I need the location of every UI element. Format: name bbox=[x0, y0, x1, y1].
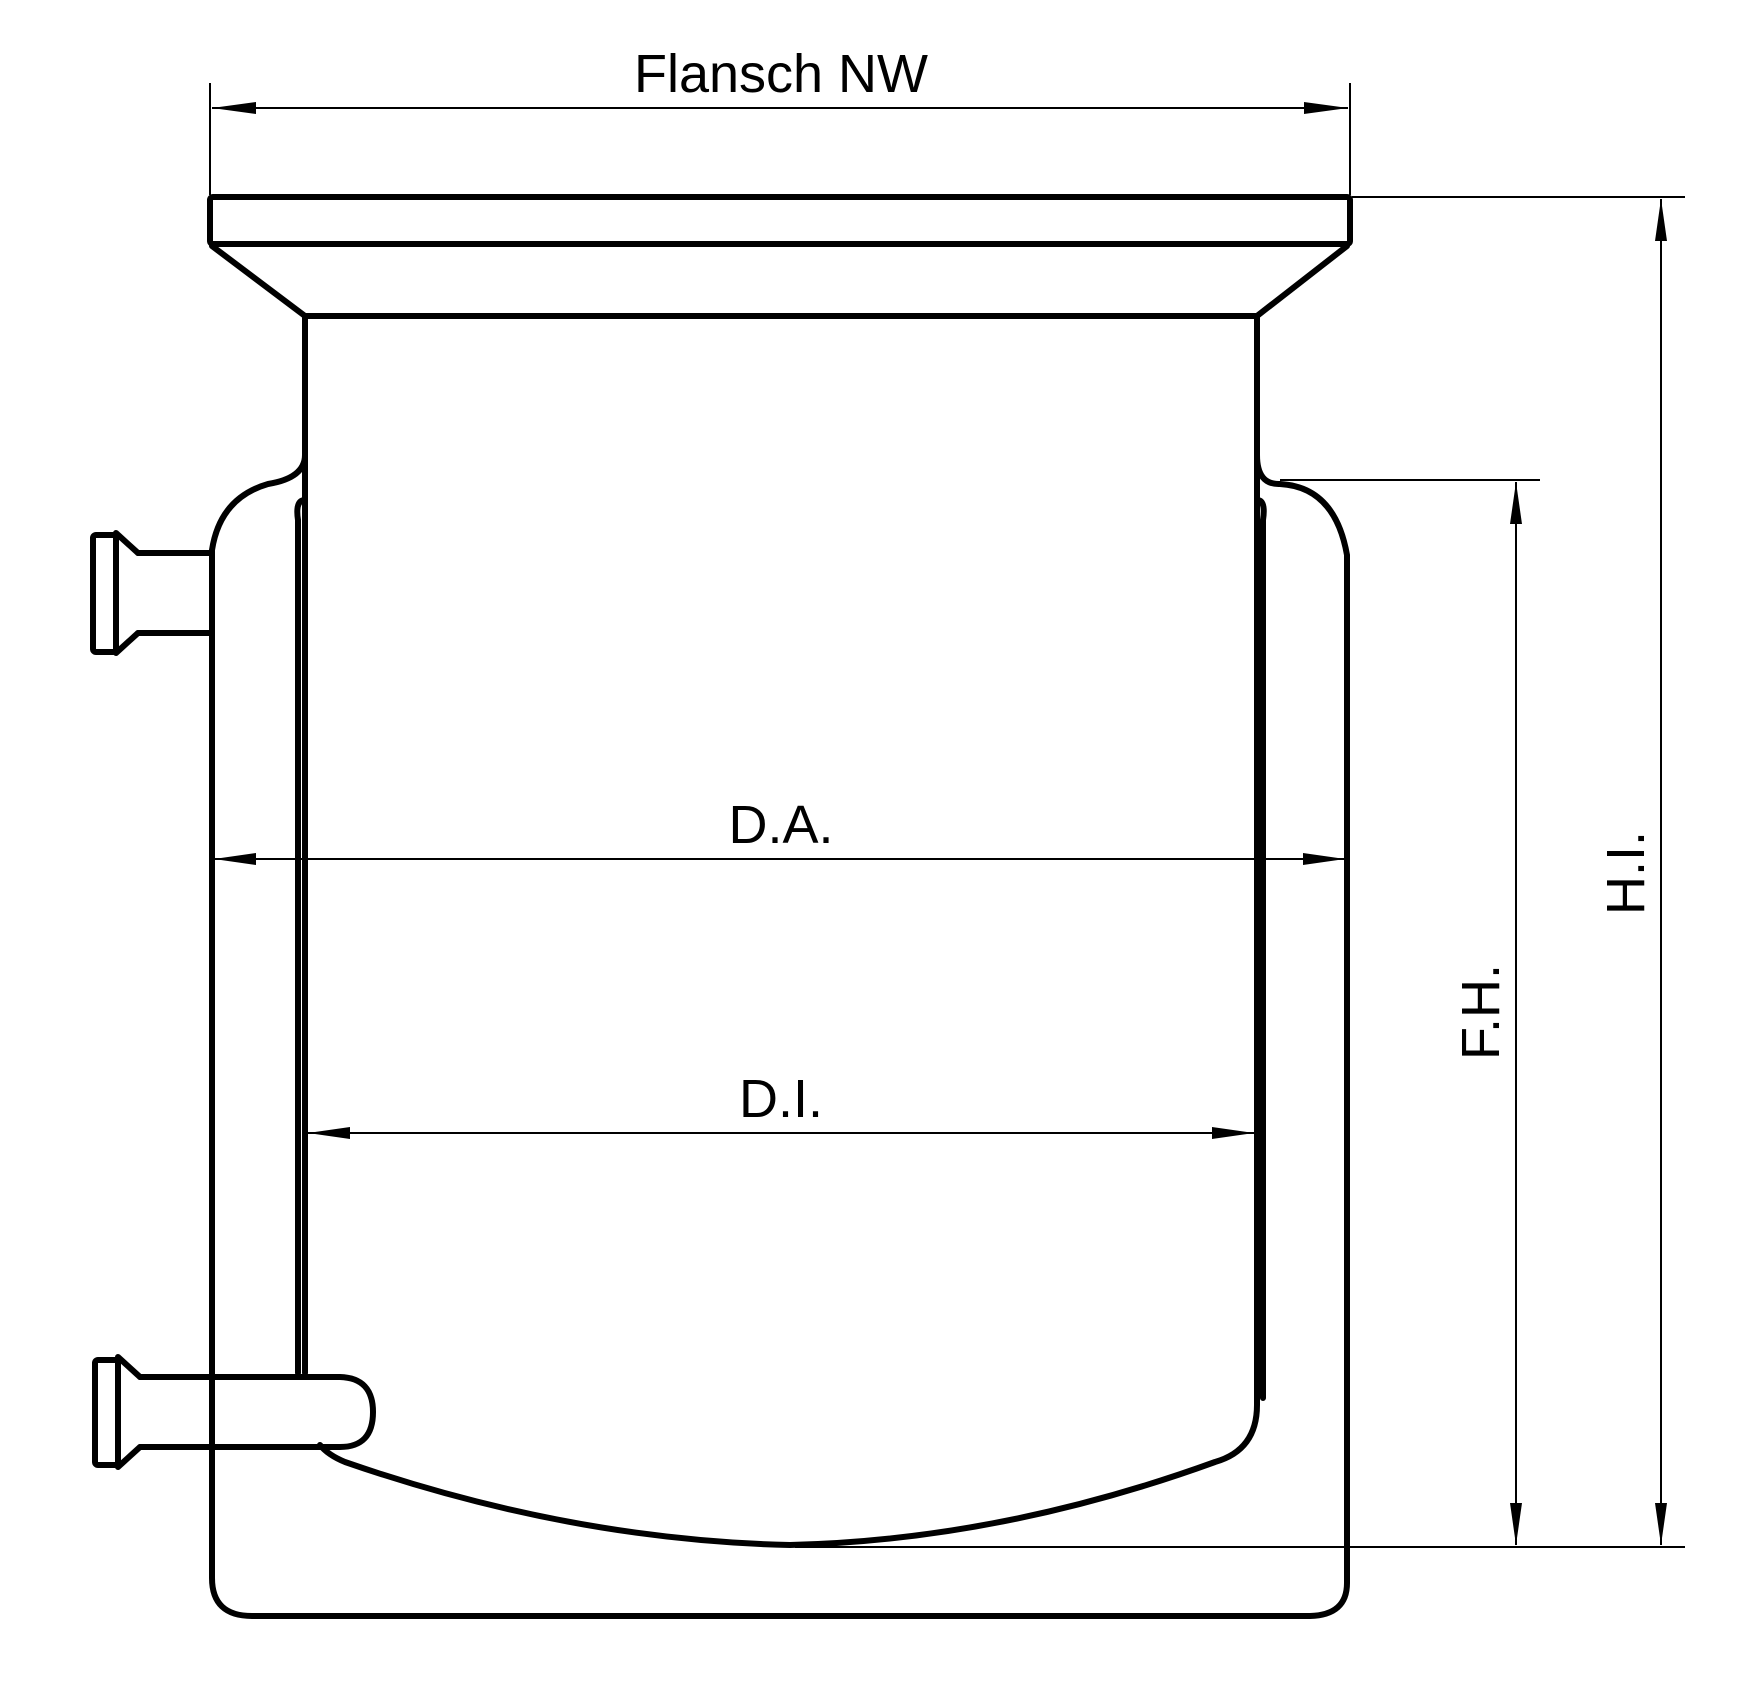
arrow-head bbox=[1212, 1127, 1254, 1139]
arrow-head bbox=[308, 1127, 350, 1139]
lower-nozzle-cap bbox=[92, 1357, 121, 1468]
arrow-head bbox=[212, 102, 256, 114]
arrow-head bbox=[1655, 1503, 1667, 1545]
dimension-outer-diameter: D.A. bbox=[214, 795, 1345, 865]
inner-diameter-label: D.I. bbox=[739, 1069, 823, 1129]
upper-nozzle-flange bbox=[113, 530, 141, 656]
dimension-fill-height: F.H. bbox=[795, 479, 1685, 1548]
lower-nozzle bbox=[92, 1354, 376, 1470]
outer-diameter-label: D.A. bbox=[728, 795, 833, 855]
upper-nozzle-cap bbox=[90, 532, 119, 655]
lower-nozzle-tube bbox=[137, 1374, 376, 1450]
arrow-head bbox=[1510, 1503, 1522, 1545]
inner-vessel-wall bbox=[302, 313, 1260, 1548]
arrow-head bbox=[1655, 199, 1667, 241]
flange-plate bbox=[207, 194, 1353, 247]
dimension-flange-nw: Flansch NW bbox=[209, 44, 1351, 195]
lower-nozzle-flange bbox=[115, 1354, 143, 1470]
arrow-head bbox=[1304, 102, 1348, 114]
dimension-inner-diameter: D.I. bbox=[308, 1069, 1254, 1139]
flange-taper bbox=[209, 243, 1350, 319]
inner-height-label: H.I. bbox=[1596, 831, 1656, 915]
upper-nozzle bbox=[90, 530, 215, 656]
upper-nozzle-tube bbox=[135, 550, 215, 636]
outer-jacket-wall bbox=[209, 452, 1350, 1619]
dimension-inner-height: H.I. bbox=[1352, 196, 1685, 1545]
flange-nw-label: Flansch NW bbox=[634, 44, 928, 104]
arrow-head bbox=[1510, 482, 1522, 524]
fill-height-label: F.H. bbox=[1451, 964, 1511, 1060]
arrow-head bbox=[1303, 853, 1345, 865]
arrow-head bbox=[214, 853, 256, 865]
flange bbox=[207, 194, 1353, 319]
jacket-inner-wall-left bbox=[294, 497, 308, 1376]
jacket-inner-wall-right bbox=[1254, 497, 1267, 1401]
